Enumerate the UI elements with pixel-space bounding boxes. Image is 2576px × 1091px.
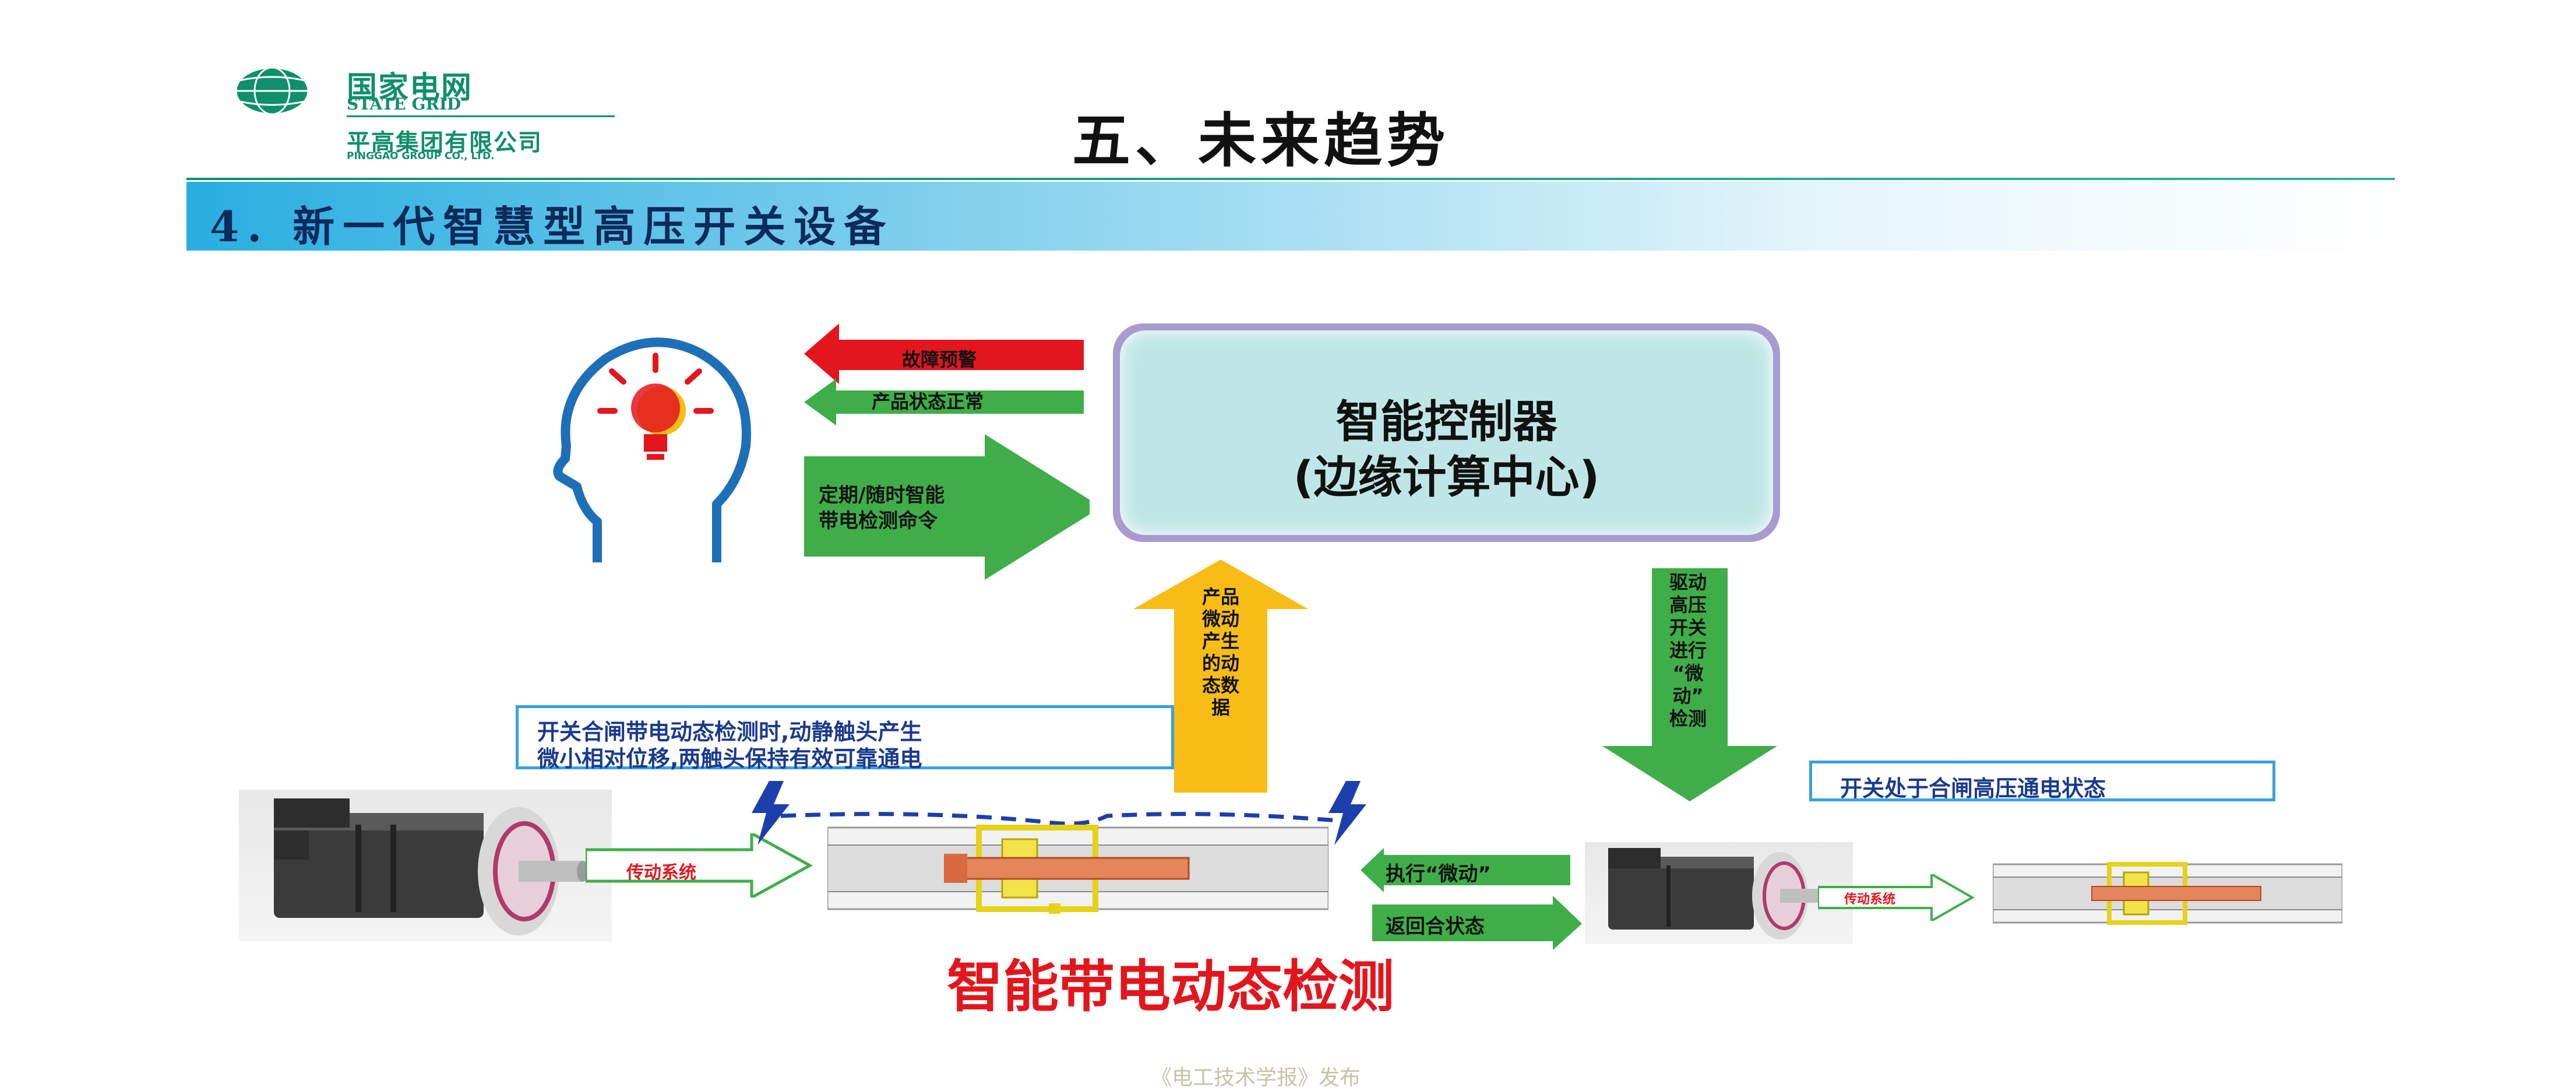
command-label-line2: 带电检测命令 [819,509,938,533]
company-en: PINGGAO GROUP CO., LTD. [347,150,495,162]
status-normal-label: 产品状态正常 [872,390,984,413]
transmission-label-right: 传动系统 [1844,892,1896,907]
transmission-label-left: 传动系统 [626,863,696,883]
contact-dashed-path [781,812,1352,826]
logo-en: STATE GRID [347,94,461,114]
micro-data-label: 产品微动产生 的动态数据 [1201,586,1239,719]
controller-box-outer: 智能控制器 (边缘计算中心) [1113,323,1780,542]
closed-state-note: 开关处于合闸高压通电状态 [1840,776,2106,801]
main-caption: 智能带电动态检测 [947,954,1394,1019]
servo-motor-right [1585,842,1853,944]
arrow-group-top [804,323,1090,580]
drive-switch-label: 驱动高压开关 进行“微动” 检测 [1669,571,1707,730]
servo-motor-left [239,790,612,941]
execute-micro-label: 执行“微动” [1386,863,1491,886]
lightning-icon [1328,781,1366,845]
logo-cn: 国家电网 [347,71,473,105]
state-grid-globe-icon [235,66,309,115]
section-banner: 4. 新一代智慧型高压开关设备 [186,182,2395,251]
vacuum-interrupter-right [1992,860,2344,927]
controller-box: 智能控制器 (边缘计算中心) [1120,330,1773,535]
page-title: 五、未来趋势 [1072,106,1450,175]
drive-switch-arrow [1602,568,1777,801]
lightning-icon [752,781,790,845]
controller-title: 智能控制器 [1335,396,1557,448]
footer-watermark: 《电工技术学报》发布 [1151,1066,1361,1090]
return-closed-arrow [1372,896,1582,950]
section-banner-title: 4. 新一代智慧型高压开关设备 [210,202,894,251]
vacuum-interrupter-left [826,822,1330,915]
controller-subtitle: (边缘计算中心) [1293,451,1600,503]
company-cn: 平高集团有限公司 [347,129,542,156]
header-rule [186,178,2395,180]
command-arrow [804,434,1090,580]
detection-note-box: 开关合闸带电动态检测时,动静触头产生 微小相对位移,两触头保持有效可靠通电 [516,705,1174,772]
closed-state-note-box: 开关处于合闸高压通电状态 [1809,761,2275,801]
head-lightbulb-icon [553,337,751,562]
return-closed-label: 返回合状态 [1386,915,1485,938]
logo-divider [347,115,615,117]
detection-note-line1: 开关合闸带电动态检测时,动静触头产生 [537,719,922,745]
transmission-arrow-left [586,833,813,898]
fault-warning-arrow [804,323,1084,384]
transmission-arrow-right [1818,874,1975,921]
detection-note-line2: 微小相对位移,两触头保持有效可靠通电 [537,746,922,772]
command-label-line1: 定期/随时智能 [819,484,945,507]
execute-return-arrows [1361,848,1582,950]
execute-micro-arrow [1361,848,1570,892]
micro-data-arrow [1133,559,1308,793]
status-normal-arrow [804,379,1084,425]
fault-warning-label: 故障预警 [902,349,977,371]
